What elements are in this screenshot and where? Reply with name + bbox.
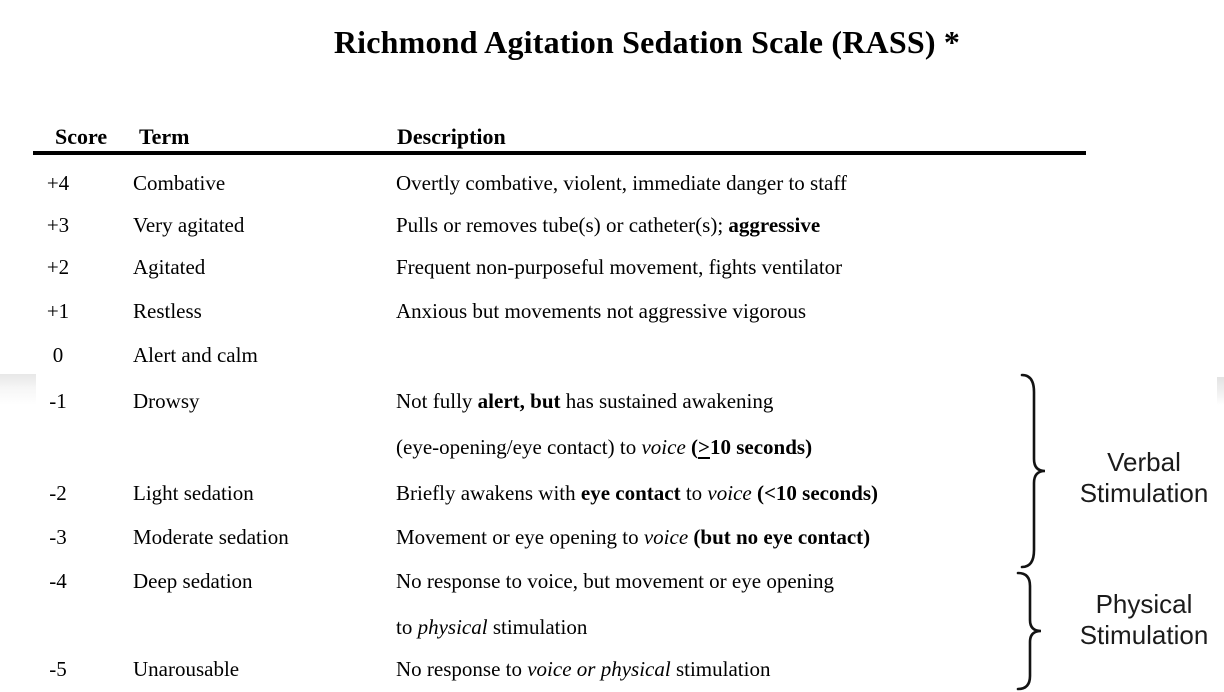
row-term: Alert and calm [133,343,258,367]
description-segment: has sustained awakening [560,389,774,413]
description-segment: > [698,435,710,459]
row-score: +4 [46,171,70,195]
column-header-score: Score [55,124,108,149]
description-segment: alert, but [477,389,561,413]
verbal-stimulation-line1: Verbal [1107,447,1181,477]
row-description-line: Frequent non-purposeful movement, fights… [396,254,842,280]
row-description-line: to physical stimulation [396,614,587,640]
row-description-line: Pulls or removes tube(s) or catheter(s);… [396,212,820,238]
scan-edge-artifact-right [1217,377,1224,405]
row-description-line: Briefly awakens with eye contact to voic… [396,480,878,506]
description-segment: (<10 seconds) [756,481,879,505]
row-score: +3 [46,213,70,237]
column-header-description: Description [397,124,506,149]
description-segment: Pulls or removes tube(s) or catheter(s); [396,213,729,237]
row-description-line: Anxious but movements not aggressive vig… [396,298,806,324]
verbal-stimulation-line2: Stimulation [1079,478,1209,508]
column-header-term: Term [139,124,190,149]
row-term: Light sedation [133,481,254,505]
row-score: -5 [49,657,67,681]
description-segment: voice [643,525,689,549]
row-score: -1 [49,389,67,413]
row-score: +1 [46,299,70,323]
description-segment: 10 seconds) [709,435,813,459]
row-score: 0 [52,343,64,367]
row-term: Deep sedation [133,569,253,593]
description-segment: Movement or eye opening to [396,525,644,549]
row-score: -4 [49,569,67,593]
description-segment: Frequent non-purposeful movement, fights… [396,255,843,279]
verbal-brace-icon [1020,373,1046,569]
row-description-line: Movement or eye opening to voice (but no… [396,524,870,550]
row-score: -3 [49,525,67,549]
description-segment: stimulation [487,615,588,639]
description-segment: ( [685,435,699,459]
row-term: Combative [133,171,226,195]
description-segment: (but no eye contact) [693,525,871,549]
row-score: -2 [49,481,67,505]
description-segment: eye contact [580,481,681,505]
description-segment: No response to voice, but movement or ey… [396,569,834,593]
physical-stimulation-label: Physical Stimulation [1064,589,1224,651]
row-description-line: (eye-opening/eye contact) to voice (>10 … [396,434,812,460]
description-segment: (eye-opening/eye contact) to [396,435,642,459]
row-term: Moderate sedation [133,525,289,549]
row-description-line: No response to voice, but movement or ey… [396,568,834,594]
physical-stimulation-line1: Physical [1095,589,1193,619]
scan-edge-artifact-left [0,374,36,405]
physical-stimulation-line2: Stimulation [1079,620,1209,650]
description-segment: to [396,615,418,639]
row-term: Unarousable [133,657,240,681]
row-description-line: Overtly combative, violent, immediate da… [396,170,847,196]
row-term: Very agitated [133,213,245,237]
description-segment: No response to [396,657,528,681]
description-segment: voice [641,435,686,459]
verbal-stimulation-label: Verbal Stimulation [1064,447,1224,509]
row-term: Agitated [133,255,206,279]
description-segment: Not fully [396,389,478,413]
description-segment: to [680,481,708,505]
page-title: Richmond Agitation Sedation Scale (RASS)… [333,24,961,60]
row-score: +2 [46,255,70,279]
header-rule [33,151,1086,155]
description-segment: voice [707,481,752,505]
description-segment: physical [417,615,488,639]
description-segment: aggressive [728,213,821,237]
row-term: Restless [133,299,202,323]
row-description-line: No response to voice or physical stimula… [396,656,770,682]
description-segment: stimulation [670,657,771,681]
physical-brace-icon [1016,571,1042,691]
row-term: Drowsy [133,389,200,413]
description-segment: Overtly combative, violent, immediate da… [396,171,847,195]
description-segment: Briefly awakens with [396,481,581,505]
row-description-line: Not fully alert, but has sustained awake… [396,388,773,414]
description-segment: Anxious but movements not aggressive vig… [396,299,807,323]
description-segment: voice or physical [527,657,671,681]
